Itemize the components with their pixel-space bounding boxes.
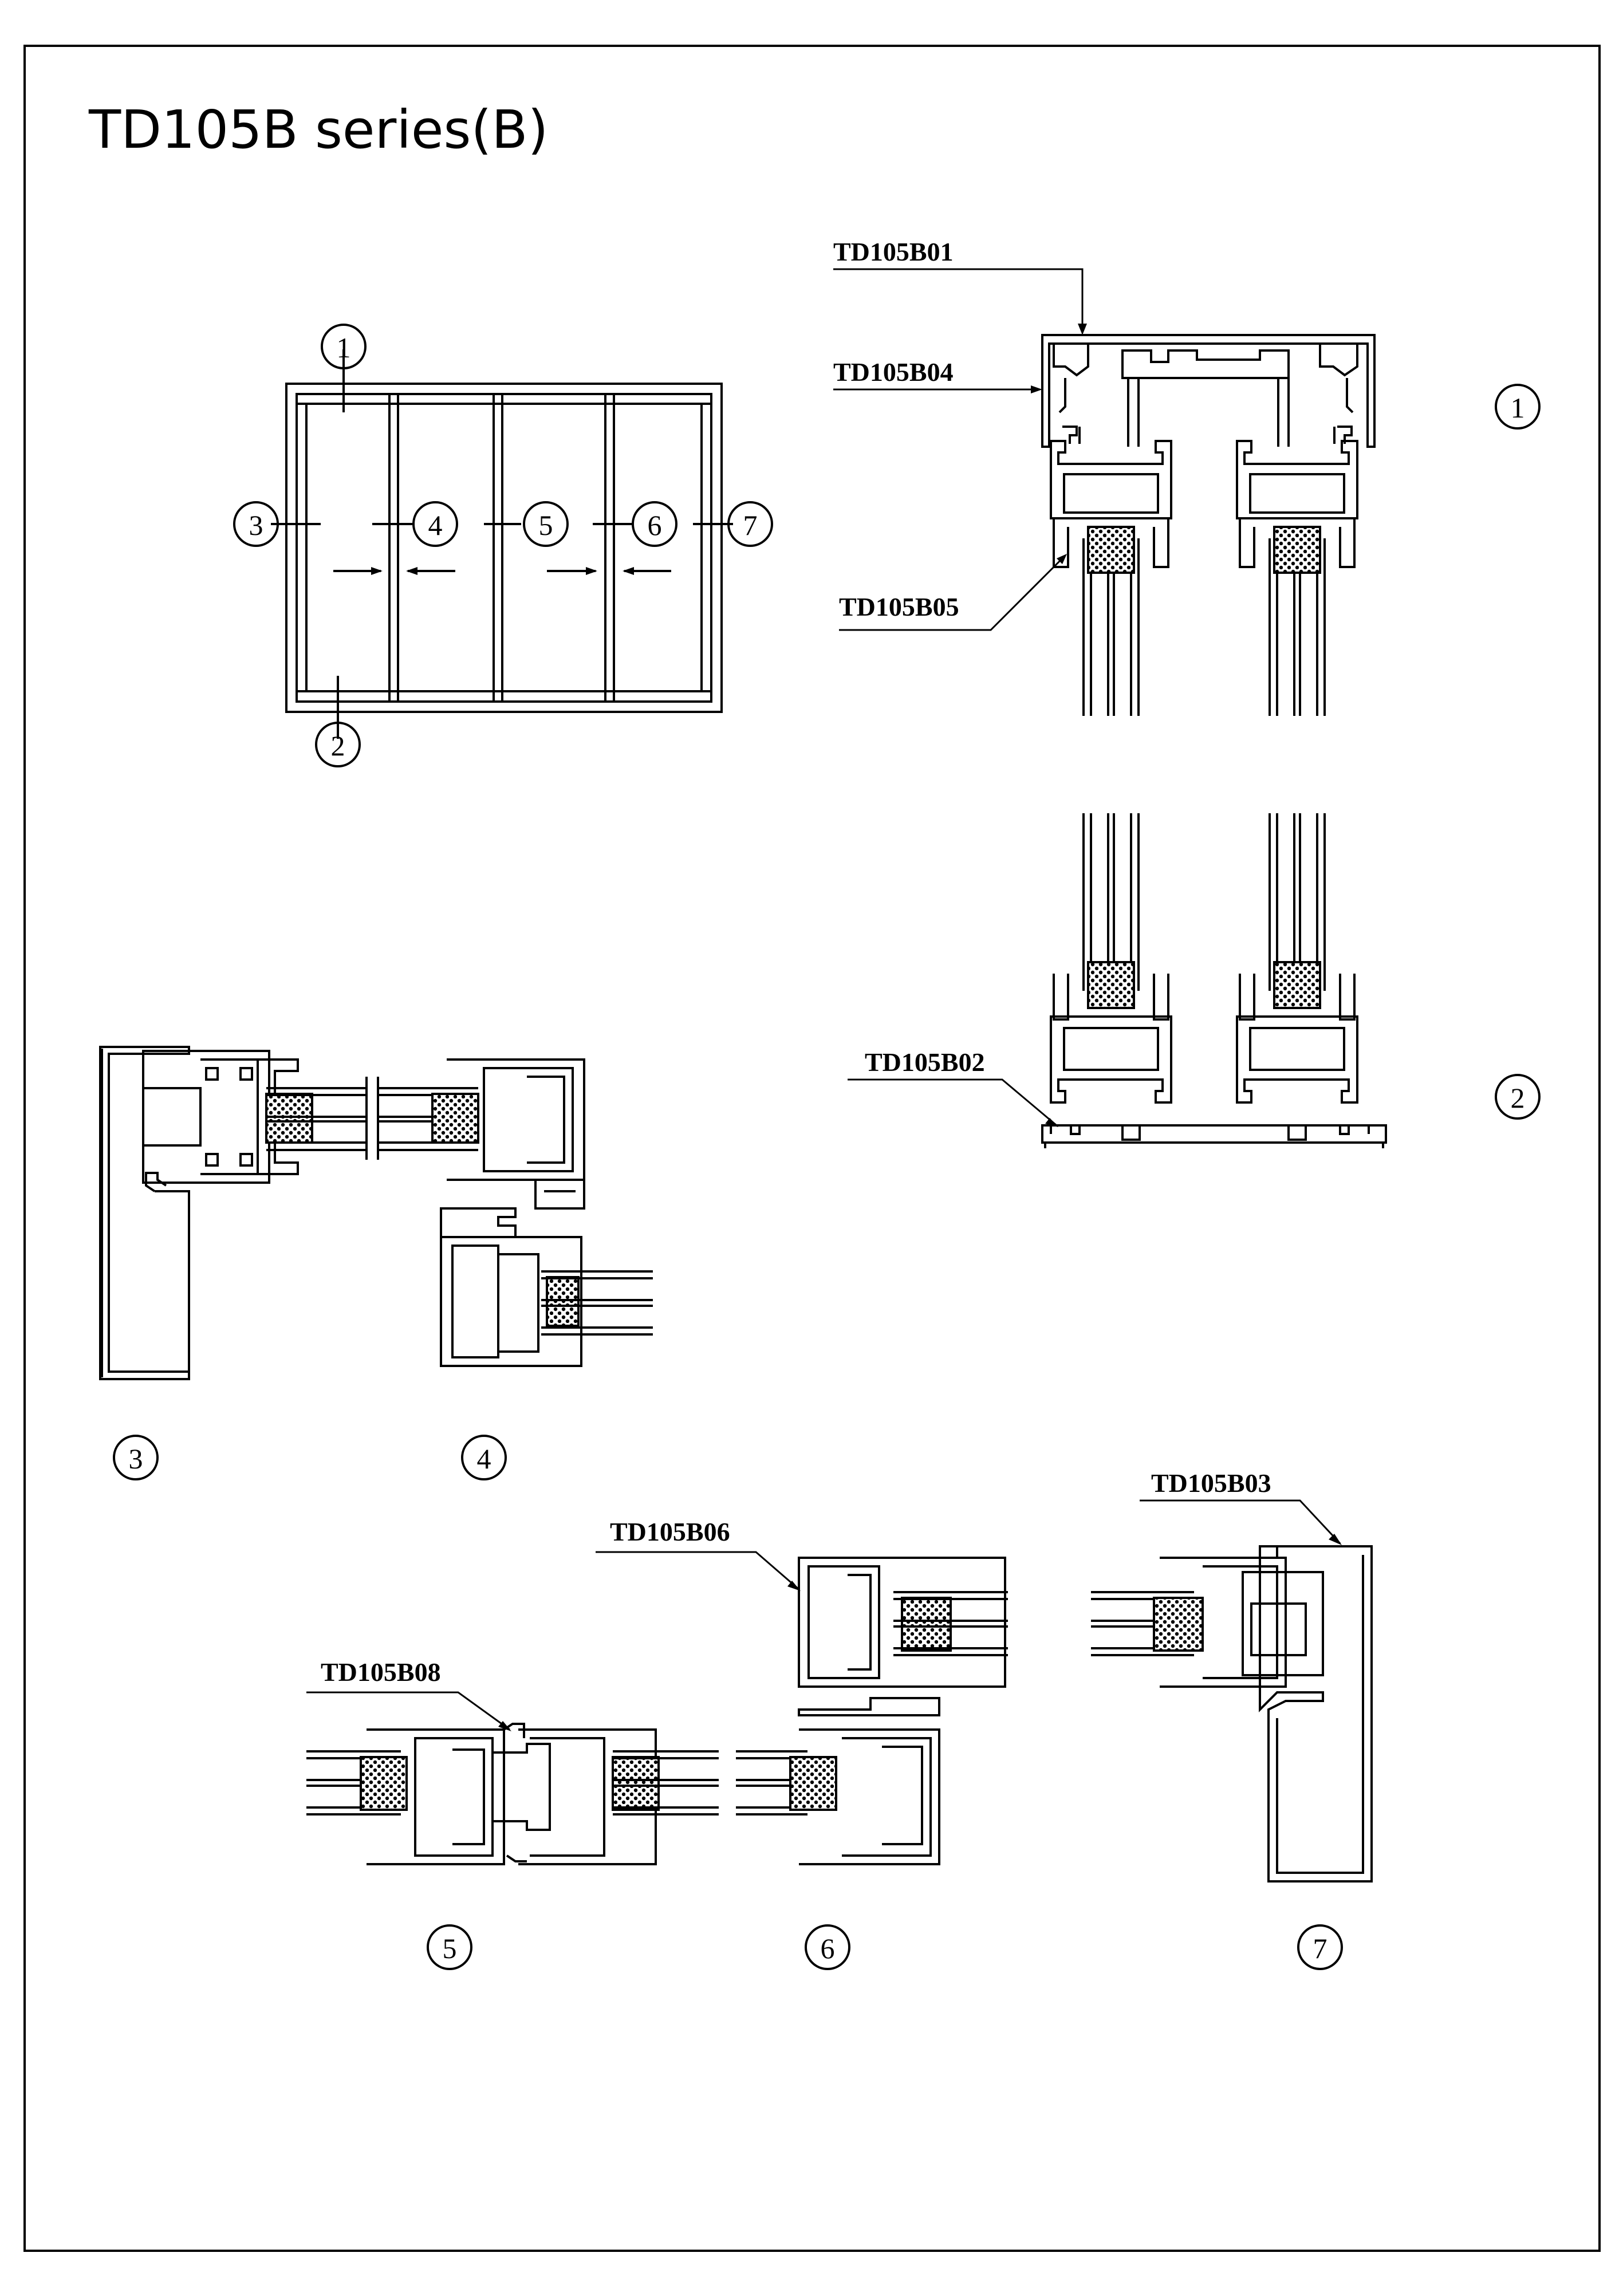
marker-3-elevation: 3 <box>233 501 279 547</box>
svg-text:3: 3 <box>129 1443 143 1475</box>
svg-text:7: 7 <box>743 509 758 541</box>
marker-4-section: 4 <box>461 1435 507 1480</box>
section-6-interlock-detail <box>736 1557 1008 1865</box>
svg-text:2: 2 <box>1511 1082 1525 1114</box>
svg-text:6: 6 <box>821 1932 835 1964</box>
marker-6-section: 6 <box>805 1924 850 1970</box>
svg-text:TD105B08: TD105B08 <box>321 1657 441 1687</box>
marker-2-section: 2 <box>1495 1074 1541 1120</box>
label-td105b01: TD105B01 <box>833 237 1087 335</box>
svg-text:TD105B01: TD105B01 <box>833 237 954 266</box>
svg-text:1: 1 <box>1511 392 1525 424</box>
section-1-head-detail <box>1041 334 1376 716</box>
page-title: TD105B series(B) <box>88 99 548 160</box>
svg-text:4: 4 <box>477 1443 491 1475</box>
label-td105b08: TD105B08 <box>306 1657 511 1731</box>
label-td105b03: TD105B03 <box>1140 1468 1342 1545</box>
svg-text:2: 2 <box>331 730 345 762</box>
section-3-jamb-detail <box>99 1046 653 1380</box>
label-td105b06: TD105B06 <box>596 1517 801 1591</box>
marker-5-section: 5 <box>427 1924 472 1970</box>
marker-5-elevation: 5 <box>523 501 569 547</box>
marker-2-elevation: 2 <box>315 722 361 767</box>
marker-1-section: 1 <box>1495 384 1541 430</box>
marker-6-elevation: 6 <box>632 501 677 547</box>
svg-text:5: 5 <box>443 1932 457 1964</box>
svg-text:1: 1 <box>337 332 351 364</box>
svg-text:6: 6 <box>648 509 662 541</box>
page-border <box>23 45 1601 2252</box>
svg-text:5: 5 <box>539 509 553 541</box>
svg-text:3: 3 <box>249 509 263 541</box>
svg-text:TD105B02: TD105B02 <box>865 1047 985 1077</box>
svg-text:7: 7 <box>1313 1932 1327 1964</box>
section-5-interlock-detail <box>306 1723 719 1865</box>
label-td105b04: TD105B04 <box>833 357 1042 393</box>
section-2-sill-detail <box>1041 813 1387 1148</box>
marker-7-elevation: 7 <box>727 501 773 547</box>
label-td105b05: TD105B05 <box>839 554 1067 631</box>
section-7-jamb-detail <box>1091 1545 1373 1883</box>
marker-1-elevation: 1 <box>321 324 367 369</box>
marker-3-section: 3 <box>113 1435 159 1480</box>
svg-text:TD105B06: TD105B06 <box>610 1517 730 1546</box>
svg-text:TD105B05: TD105B05 <box>839 592 959 621</box>
svg-text:TD105B03: TD105B03 <box>1151 1468 1271 1498</box>
label-td105b02: TD105B02 <box>848 1047 1058 1127</box>
marker-4-elevation: 4 <box>412 501 458 547</box>
svg-text:TD105B04: TD105B04 <box>833 357 954 387</box>
svg-text:4: 4 <box>428 509 443 541</box>
elevation-view <box>271 349 733 739</box>
marker-7-section: 7 <box>1297 1924 1343 1970</box>
